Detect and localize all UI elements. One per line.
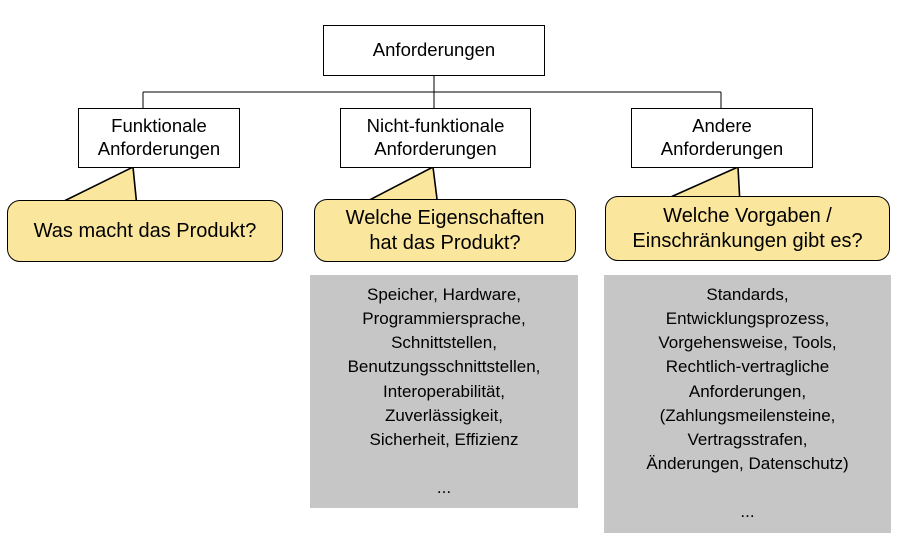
callout-andere-question[interactable]: Welche Vorgaben / Einschränkungen gibt e… xyxy=(605,196,890,261)
callout-funktionale-question[interactable]: Was macht das Produkt? xyxy=(7,200,283,262)
node-andere-anforderungen[interactable]: Andere Anforderungen xyxy=(631,108,813,168)
detail-panel-nicht-funktionale: Speicher, Hardware, Programmiersprache, … xyxy=(310,275,578,508)
node-funktionale-anforderungen[interactable]: Funktionale Anforderungen xyxy=(78,108,240,168)
node-anforderungen[interactable]: Anforderungen xyxy=(323,25,545,76)
callout-nicht-funktionale-question[interactable]: Welche Eigenschaften hat das Produkt? xyxy=(314,199,576,262)
detail-panel-andere: Standards, Entwicklungsprozess, Vorgehen… xyxy=(604,275,891,533)
node-nicht-funktionale-anforderungen[interactable]: Nicht-funktionale Anforderungen xyxy=(340,108,531,168)
